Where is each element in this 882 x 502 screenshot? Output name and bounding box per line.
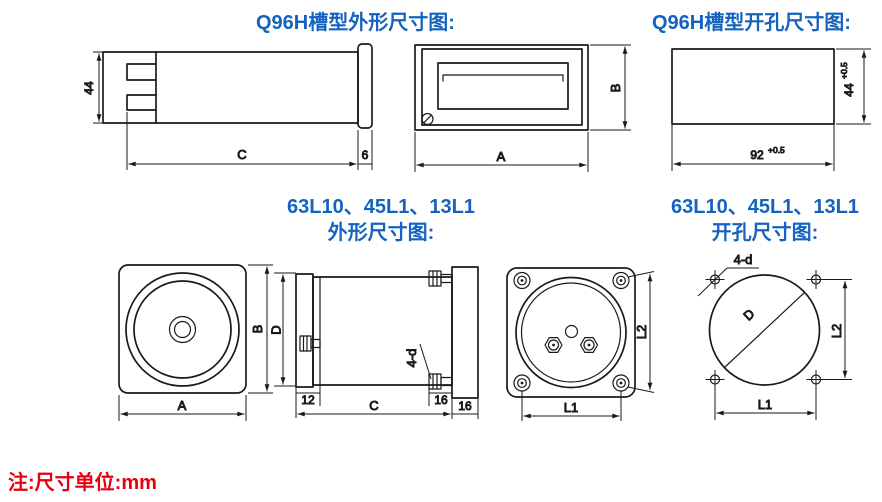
dim-bezel-6: 6 (362, 148, 369, 162)
dim-stud-offset-16: 16 (434, 393, 448, 407)
terminal-tab (126, 63, 157, 81)
dim-span-L2: L2 (634, 325, 649, 339)
terminal-stud-bottom (428, 373, 453, 390)
round-rear-dimensions: L1 L2 (521, 271, 655, 421)
round-cutout-view: 4-d D L1 L2 (697, 252, 852, 420)
dim-holes-4d: 4-d (734, 252, 753, 267)
dial-rim-side (295, 273, 314, 388)
adjust-screw (421, 112, 434, 126)
round-front-view: A B D (118, 264, 296, 421)
q96h-cutout-dimensions: 92 +0.5 44 +0.5 (671, 48, 871, 171)
terminal-tab (126, 94, 157, 111)
cutout-circle (708, 274, 821, 386)
q96h-side-body (102, 43, 373, 129)
q96h-front-dimensions: A B (414, 44, 631, 172)
unit-note: 注:尺寸单位:mm (8, 472, 157, 494)
dim-cutout-height-tol: +0.5 (839, 62, 849, 79)
dim-height-B: B (608, 84, 623, 93)
dial-inner-circle (133, 280, 232, 379)
cutout-rectangle (671, 48, 835, 125)
q96h-side-view: 44 C 6 (82, 43, 373, 170)
round-side-dimensions: 4-d 12 16 C 16 (295, 343, 479, 419)
center-post (564, 324, 579, 339)
title-models-cutout: 63L10、45L1、13L1 开孔尺寸图: (652, 194, 878, 246)
scale-line (442, 74, 564, 82)
title-q96h-outline: Q96H槽型外形尺寸图: (256, 12, 455, 34)
terminal-stud-left (299, 335, 321, 352)
round-front-dimensions: A B D (118, 264, 296, 421)
dim-diameter-D: D (740, 306, 757, 323)
dim-dial-D: D (269, 325, 284, 334)
dim-flange-16: 16 (458, 399, 472, 413)
dim-depth-C: C (369, 398, 378, 413)
round-front-body (118, 264, 247, 394)
round-rear-body (506, 267, 636, 398)
dim-height-B: B (250, 325, 265, 334)
round-side-view: 4-d 12 16 C 16 (295, 266, 479, 419)
title-models-outline: 63L10、45L1、13L1 外形尺寸图: (266, 194, 496, 246)
dial-outer-circle (125, 272, 240, 387)
round-cutout-dimensions: 4-d D L1 L2 (697, 252, 852, 420)
title-models-line: 63L10、45L1、13L1 (287, 196, 475, 218)
round-side-body (295, 266, 479, 399)
display-window (437, 62, 569, 110)
front-bezel (357, 43, 373, 129)
title-q96h-cutout: Q96H槽型开孔尺寸图: (652, 12, 851, 34)
dim-cutout-width-tol: +0.5 (768, 145, 785, 155)
q96h-front-body (414, 44, 589, 131)
front-flange (451, 266, 479, 399)
title-cutout-line: 开孔尺寸图: (711, 222, 819, 244)
terminal-stud-top (428, 270, 453, 287)
dim-cutout-width-92: 92 (750, 148, 764, 162)
round-rear-view: L1 L2 (506, 267, 655, 421)
corner-screws (513, 271, 630, 392)
dim-width-A: A (178, 398, 187, 413)
diameter-line (723, 291, 806, 369)
title-outline-line: 外形尺寸图: (327, 222, 435, 244)
dim-cutout-height-44: 44 (842, 83, 856, 97)
hub-circle (168, 315, 197, 344)
dim-span-L1: L1 (758, 397, 772, 412)
dim-studs-4d: 4-d (404, 349, 419, 368)
dim-width-A: A (497, 149, 506, 164)
dim-depth-C: C (237, 147, 246, 162)
dim-back-12: 12 (301, 393, 315, 407)
dim-span-L2: L2 (829, 324, 844, 338)
terminal-posts (544, 324, 599, 353)
title-models-line: 63L10、45L1、13L1 (671, 196, 859, 218)
q96h-cutout-view: 92 +0.5 44 +0.5 (671, 48, 871, 171)
q96h-side-dimensions: 44 C 6 (82, 51, 373, 170)
dim-height-44: 44 (82, 81, 96, 95)
q96h-front-view: A B (414, 44, 631, 172)
dim-span-L1: L1 (564, 400, 578, 415)
